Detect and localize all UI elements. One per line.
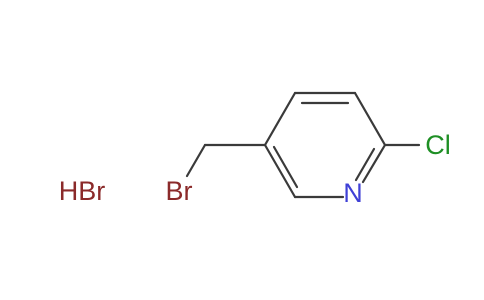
bond-c6-n1 — [361, 143, 387, 184]
bond-c2-c3-inner — [272, 145, 299, 189]
bond-c6-n1-inner — [354, 147, 376, 182]
nitrogen-atom-label: N — [343, 178, 363, 208]
bond-c2-c3 — [263, 143, 297, 199]
hydrobromide-salt-label: HBr — [58, 176, 106, 206]
chlorine-atom-label: Cl — [425, 130, 451, 160]
bromine-atom-label: Br — [166, 176, 193, 206]
bond-c3-c4 — [263, 91, 297, 147]
bond-ch2-br — [185, 143, 207, 178]
bond-c5-c6 — [353, 91, 387, 147]
